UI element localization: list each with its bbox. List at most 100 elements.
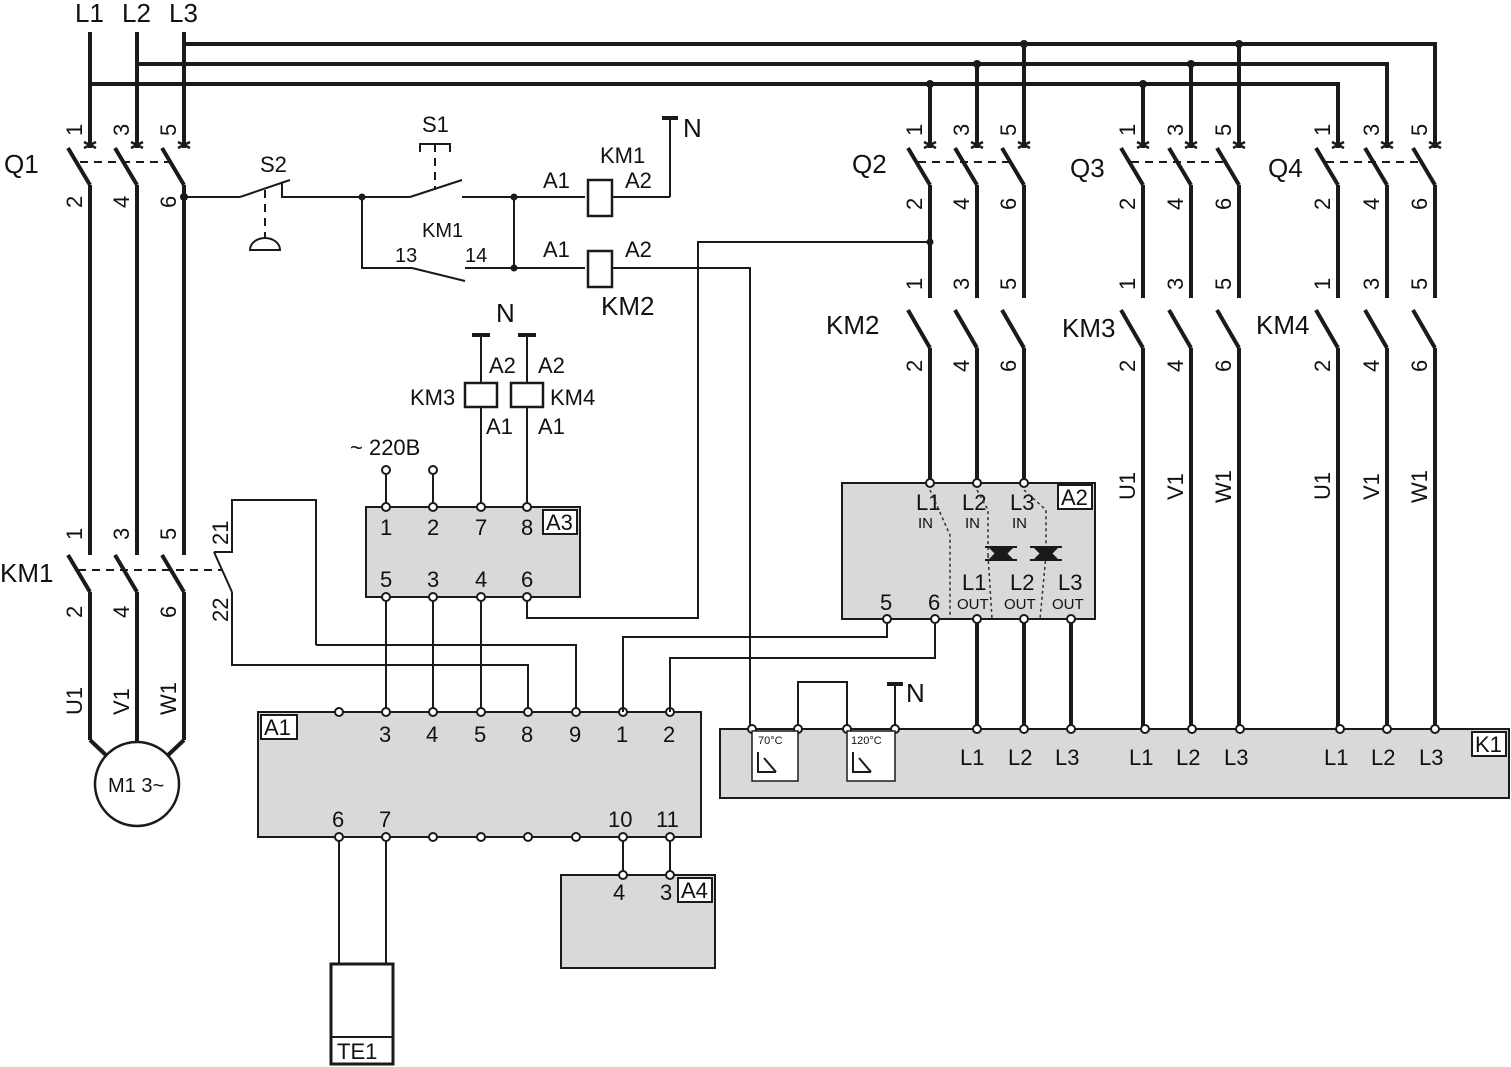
km3-pole-6: 6 [1211,360,1236,372]
a1-term-4: 4 [426,722,438,747]
sensor-te1-tag: TE1 [337,1039,377,1064]
a1-term-1: 1 [616,722,628,747]
a1-term-11: 11 [656,807,679,832]
thyristor-2 [1030,546,1062,561]
km1-aux-21: 21 [208,521,233,545]
motor-label: M1 3~ [108,775,164,797]
km4-out-u1: U1 [1310,472,1335,500]
a1-term-10: 10 [608,807,632,832]
q3-pole-6: 6 [1211,198,1236,210]
km3-coil-a2: A2 [489,353,516,378]
km3-pole-1: 1 [1115,278,1140,290]
km1-coil-a1: A1 [543,168,570,193]
km3-coil-a1: A1 [486,414,513,439]
q2-pole-2: 2 [902,198,927,210]
km3-out-w1: W1 [1211,470,1236,503]
k1-therm-120: 120°C [851,735,882,747]
motor-terminal-v1: V1 [109,688,134,715]
a2-out-sub-3: OUT [1052,596,1084,613]
km4-out-v1: V1 [1359,473,1384,500]
km2-pole-6: 6 [996,360,1021,372]
q4-pole-1: 1 [1310,124,1335,136]
k1-l1-c: L1 [1324,745,1348,770]
km1-pole-1: 1 [62,528,87,540]
breakers-q2-q4: Q2 Q3 Q4 1 3 5 1 3 5 1 [852,124,1442,210]
km4-coil-a1: A1 [538,414,565,439]
a3-term-7: 7 [475,515,487,540]
km1-pole-5: 5 [156,528,181,540]
a2-out-l1: L1 [962,570,986,595]
a1-term-2: 2 [663,722,675,747]
a3-term-1: 1 [380,515,392,540]
hold-contact-14: 14 [465,245,487,267]
k1-l1-a: L1 [960,745,984,770]
motor-terminal-u1: U1 [62,687,87,715]
block-a1: A1 3 4 5 8 9 1 2 6 7 10 11 [257,707,702,842]
breaker-q1: Q1 1 3 5 2 4 6 [4,124,191,208]
contactor-km3-label: KM3 [1062,313,1115,343]
breaker-q2-label: Q2 [852,149,887,179]
km4-pole-1: 1 [1310,278,1335,290]
q2-pole-5: 5 [996,124,1021,136]
km4-pole-3: 3 [1359,278,1384,290]
q4-pole-4: 4 [1359,198,1384,210]
k1-neutral-label: N [906,678,925,708]
a2-ctrl-6: 6 [928,590,940,615]
block-a3-tag: A3 [546,510,573,535]
q4-pole-2: 2 [1310,198,1335,210]
a1-term-7: 7 [379,807,391,832]
km4-coil-a2: A2 [538,353,565,378]
a1-term-5: 5 [474,722,486,747]
k1-l3-b: L3 [1224,745,1248,770]
block-a3: A3 1 2 7 8 5 3 4 6 [365,502,581,602]
a2-out-l2: L2 [1010,570,1034,595]
a1-term-3: 3 [379,722,391,747]
contactor-km1-label: KM1 [0,558,53,588]
k1-l3-c: L3 [1419,745,1443,770]
k1-l2-c: L2 [1371,745,1395,770]
q1-pole-4: 4 [109,196,134,208]
km1-pole-2: 2 [62,606,87,618]
a4-term-3: 3 [660,880,672,905]
km1-aux-22: 22 [208,598,233,622]
k1-l1-b: L1 [1129,745,1153,770]
k1-l3-a: L3 [1055,745,1079,770]
k1-l2-b: L2 [1176,745,1200,770]
km3-out-u1: U1 [1115,472,1140,500]
km3-pole-4: 4 [1163,360,1188,372]
motor-m1: U1 V1 W1 M1 3~ [62,682,186,828]
supply-label: ~ 220В [350,435,420,460]
k1-l2-a: L2 [1008,745,1032,770]
q1-pole-1: 1 [62,124,87,136]
block-a1-tag: A1 [264,715,291,740]
a2-out-sub-1: OUT [957,596,989,613]
a1-term-8: 8 [521,722,533,747]
a2-in-l2: L2 [962,490,986,515]
a2-in-sub-2: IN [965,515,980,532]
a2-in-l3: L3 [1010,490,1034,515]
km4-out-w1: W1 [1407,470,1432,503]
contactor-km1: KM1 1 3 5 2 4 6 21 22 [0,499,577,712]
a3-term-6: 6 [521,567,533,592]
thyristor-1 [985,546,1017,561]
km1-coil-label: KM1 [600,143,645,168]
km3-pole-5: 5 [1211,278,1236,290]
q3-pole-4: 4 [1163,198,1188,210]
km4-pole-5: 5 [1407,278,1432,290]
km4-pole-6: 6 [1407,360,1432,372]
q3-pole-3: 3 [1163,124,1188,136]
three-phase-bus: L1 L2 L3 [75,0,1437,148]
q1-pole-6: 6 [156,196,181,208]
block-k1-tag: K1 [1475,732,1502,757]
a1-term-9: 9 [569,722,581,747]
q2-pole-6: 6 [996,198,1021,210]
a2-in-l1: L1 [916,490,940,515]
km3-pole-3: 3 [1163,278,1188,290]
q4-pole-6: 6 [1407,198,1432,210]
km3-km4-coils: N A2 A2 KM3 KM4 A1 A1 [410,298,595,507]
q1-pole-3: 3 [109,124,134,136]
km3-pole-2: 2 [1115,360,1140,372]
contactor-km4-label: KM4 [1256,310,1309,340]
